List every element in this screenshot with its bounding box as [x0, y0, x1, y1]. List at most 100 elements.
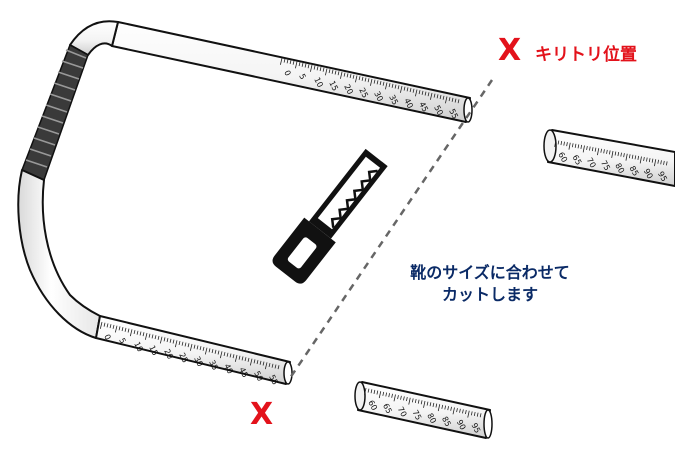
top-arm-scale-tick [382, 81, 385, 86]
top-arm-scale-tick [430, 92, 433, 100]
bottom-arm-scale-tick [181, 341, 184, 346]
bottom-arm-scale-tick [127, 328, 130, 333]
cut-piece-bottom-scale-tick [462, 409, 464, 414]
bottom-arm-scale-tick [244, 357, 247, 362]
cut-piece-right-scale-tick-label: 65 [571, 153, 584, 166]
top-arm-scale-tick-label: 15 [327, 79, 340, 92]
top-arm-scale-tick [412, 88, 415, 93]
top-arm-scale-tick [355, 75, 358, 83]
top-arm-scale-tick-label: 25 [357, 86, 370, 99]
cut-piece-right-scale-tick [574, 143, 577, 148]
cut-piece-bottom-scale-tick [400, 395, 402, 400]
cut-piece-right-scale-tick [654, 159, 657, 167]
bottom-arm-scale-tick [264, 362, 268, 370]
top-arm-scale-tick [373, 79, 376, 84]
bottom-arm-scale-tick [193, 344, 196, 349]
bottom-bend [17, 169, 101, 339]
cut-piece-bottom-scale-tick [378, 391, 382, 399]
top-arm-scale-tick [379, 81, 382, 86]
cut-piece-bottom-scale-tick [417, 399, 420, 404]
bottom-arm-scale-tick [159, 336, 163, 344]
top-arm-scale-tick [370, 78, 373, 86]
top-arm-scale-tick-label: 50 [432, 104, 445, 117]
top-arm-scale-tick [292, 60, 295, 65]
cut-piece-bottom-scale-tick-label: 80 [425, 412, 438, 425]
cut-piece-right-scale-tick [568, 142, 571, 150]
cut-piece-right-scale-tick [639, 156, 642, 164]
cut-piece-right-scale-tick-label: 80 [613, 162, 626, 175]
cut-piece-right-scale-tick [663, 160, 665, 165]
cut-piece-bottom-scale-tick [393, 394, 396, 402]
bottom-arm-scale-tick-label: 40 [222, 362, 235, 375]
cut-piece-bottom-scale-tick [426, 401, 429, 406]
cut-piece-right-scale-tick [586, 145, 588, 151]
top-arm-scale-tick [442, 95, 445, 100]
top-arm-scale-tick [397, 85, 400, 90]
cut-piece-bottom-scale-tick [370, 389, 373, 394]
top-arm-scale-tick [433, 93, 436, 98]
bottom-arm-scale-tick [208, 348, 211, 353]
bottom-arm-scale-tick [238, 355, 241, 360]
top-arm-scale-tick [358, 76, 361, 81]
top-arm-scale-tick [388, 83, 391, 88]
bottom-arm-scale-tick-label: 30 [192, 355, 205, 368]
cut-piece-right-scale-tick [648, 158, 651, 163]
bottom-arm-scale-tick [144, 332, 148, 340]
cut-piece-right-scale-tick [623, 153, 625, 158]
cut-piece-bottom-scale-tick [452, 407, 455, 415]
instruction-line-1: 靴のサイズに合わせて [410, 263, 570, 282]
cut-piece-right-scale-tick [591, 147, 594, 152]
bottom-arm-scale-tick [214, 349, 217, 354]
top-arm-scale-tick-label: 5 [297, 72, 307, 81]
cut-piece-bottom-scale-tick [432, 402, 435, 407]
stretcher-frame [17, 20, 473, 385]
top-arm-scale-tick [295, 61, 298, 69]
bottom-arm-scale-tick [109, 324, 112, 329]
top-arm-scale-tick-label: 20 [342, 83, 355, 96]
top-arm-scale-tick [409, 88, 412, 93]
cut-piece-bottom-scale-tick [406, 397, 408, 402]
cut-piece-right-scale-tick [631, 154, 634, 159]
bottom-arm-scale-tick [148, 333, 151, 338]
cut-piece-right-scale-tick [577, 144, 580, 149]
bottom-arm-scale-tick [99, 321, 103, 329]
cut-piece-bottom-scale-tick [479, 413, 482, 418]
top-arm-scale-tick [436, 94, 439, 99]
cut-piece-right-scale-tick [625, 153, 628, 161]
top-arm-scale-tick-label: 40 [402, 97, 415, 110]
cut-piece-bottom-scale-tick [364, 387, 367, 395]
cut-piece-right-scale-tick [657, 159, 659, 164]
top-arm-scale-tick [400, 85, 403, 93]
cut-piece-bottom-scale-tick [473, 411, 476, 417]
cut-piece-bottom-scale-tick [420, 400, 423, 405]
cut-piece-right-scale-tick [617, 152, 620, 157]
top-arm-scale-tick [418, 90, 421, 95]
cut-piece-right-scale-tick [634, 155, 637, 160]
top-arm-scale-tick-label: 55 [447, 107, 460, 120]
bottom-arm-scale-tick [187, 343, 190, 348]
cut-piece-right-scale-tick-label: 75 [599, 159, 612, 172]
bottom-arm-scale-tick [259, 360, 262, 365]
top-arm-scale-tick [325, 68, 328, 76]
cut-piece-bottom-scale-tick [411, 398, 414, 403]
top-arm-scale-tick [448, 97, 451, 102]
bottom-arm-scale-tick-label: 10 [132, 340, 145, 353]
bottom-arm-scale-tick [232, 354, 235, 359]
cut-piece-bottom-scale-tick [437, 404, 441, 412]
top-arm-scale-tick [424, 91, 427, 96]
bottom-arm-scale-tick-label: 35 [207, 359, 220, 372]
bottom-arm-scale-tick [268, 362, 271, 368]
bottom-arm-scale-tick [184, 342, 187, 347]
bottom-arm-scale-tick-label: 0 [102, 333, 112, 342]
cut-piece-right-scale-tick [628, 154, 631, 159]
top-arm-scale-tick [334, 70, 337, 75]
cut-piece-bottom-scale-tick-label: 60 [366, 399, 379, 412]
cut-piece-right-scale-tick-label: 70 [585, 156, 598, 169]
cut-piece-bottom-scale-tick [385, 392, 388, 397]
cut-piece-bottom-scale-tick [373, 389, 376, 394]
cut-piece-right-scale-tick [566, 142, 568, 147]
cut-piece-right-scale-tick [563, 141, 565, 146]
